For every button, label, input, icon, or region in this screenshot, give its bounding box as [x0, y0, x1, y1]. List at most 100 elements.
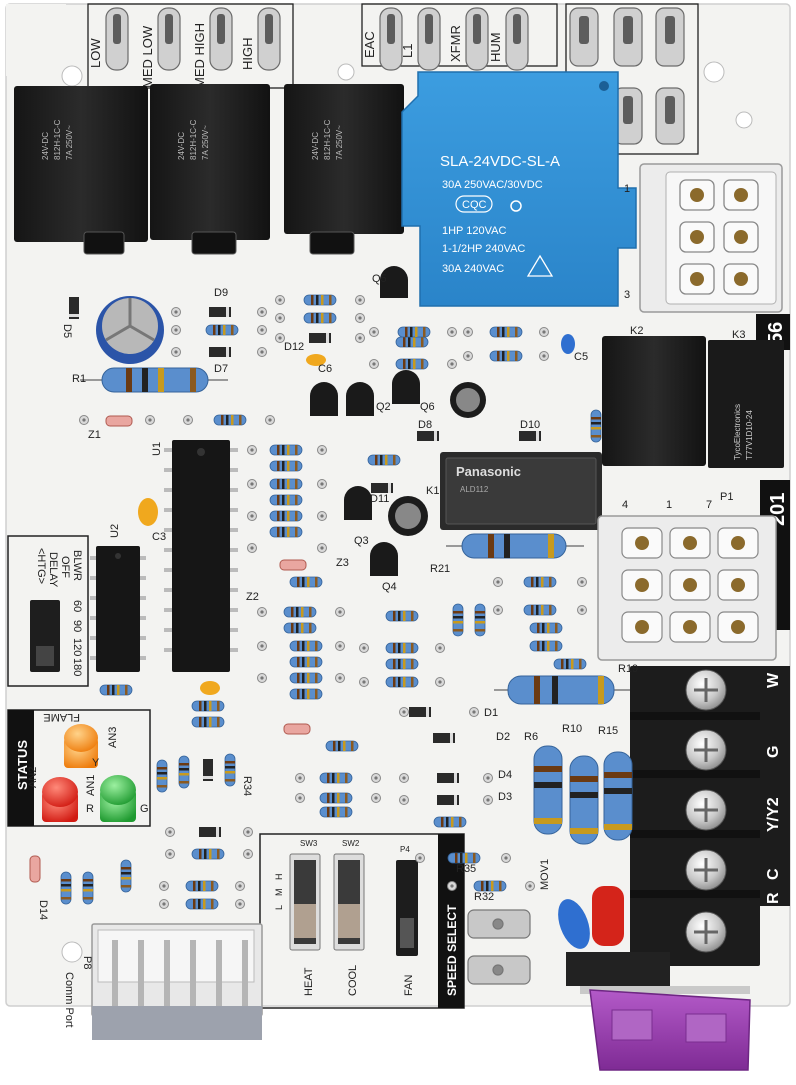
- status-panel: STATUS FLAME AN3 AN2 AN1 Y R G: [7, 709, 151, 827]
- side-label-56: 56: [765, 322, 787, 344]
- led-green: [100, 775, 136, 822]
- ref-z1: Z1: [88, 429, 101, 441]
- ref-p1: P1: [720, 491, 733, 503]
- relay-k3-ref: K3: [732, 329, 745, 341]
- diode-refs: D5 D9 D12 D7 D8 D10 D11 D1 D2 D4 D3 D14 …: [37, 287, 588, 920]
- ref-c5: C5: [574, 351, 588, 363]
- ref-p8: P8: [81, 956, 93, 969]
- ref-u2: U2: [109, 524, 121, 538]
- ref-d3: D3: [498, 791, 512, 803]
- blower-delay-opt-180: 180: [71, 658, 83, 676]
- ceramic-cap-c3: [138, 498, 158, 526]
- relay-tyco-brand: TycoElectronics: [733, 404, 742, 460]
- ref-d1: D1: [484, 707, 498, 719]
- main-relay-rating-4: 30A 240VAC: [442, 263, 504, 275]
- main-relay-blue: SLA-24VDC-SL-A 30A 250VAC/30VDC CQC 1HP …: [401, 71, 637, 307]
- switch-pos-m: M: [274, 889, 284, 897]
- switch-fan[interactable]: [396, 860, 418, 956]
- transistor-refs: Q5 Q2 Q6 Q3 Q4: [354, 273, 435, 593]
- terminal-label-y-y2: Y/Y2: [765, 797, 782, 832]
- ref-d14: D14: [37, 900, 49, 920]
- blower-delay-line4: <HTG>: [35, 548, 47, 584]
- ref-c3: C3: [152, 531, 166, 543]
- blade-fuse: [566, 952, 751, 1071]
- relay-tyco-part: T77V1D10-24: [745, 410, 754, 460]
- p1-pin-1: 1: [666, 499, 672, 511]
- terminal-label-r: R: [765, 892, 782, 904]
- resistor-r21: R21: [430, 533, 584, 575]
- label-eac: EAC: [362, 31, 377, 58]
- switch-cool[interactable]: [333, 853, 365, 951]
- label-med-low: MED LOW: [140, 25, 155, 88]
- terminal-label-g: G: [765, 746, 782, 758]
- relay-r1: 24V-DC 812H-1C-C 7A 250V~: [14, 86, 148, 255]
- ref-q5: Q5: [372, 273, 387, 285]
- terminal-label-c: C: [765, 868, 782, 880]
- label-hum: HUM: [488, 32, 503, 62]
- switch-heat[interactable]: [289, 853, 321, 951]
- led-red: [42, 777, 78, 822]
- ref-d7: D7: [214, 363, 228, 375]
- label-low: LOW: [88, 38, 103, 68]
- switch-label-cool: COOL: [347, 965, 359, 996]
- blower-delay-title: BLWR: [71, 550, 83, 581]
- ref-d4: D4: [498, 769, 512, 781]
- blower-delay-opt-60: 60: [71, 600, 83, 612]
- p1-pin-7: 7: [706, 499, 712, 511]
- switch-label-heat: HEAT: [303, 967, 315, 996]
- relay-k2-ref: K2: [630, 325, 643, 337]
- ref-d10: D10: [520, 419, 540, 431]
- red-capacitor: [592, 886, 624, 946]
- zener-diodes: [29, 415, 311, 883]
- main-conn-pin-1: 1: [624, 183, 630, 195]
- p1-connector: 4 1 7 P1: [597, 491, 777, 661]
- led-label-r: R: [86, 803, 94, 815]
- ref-mov1: MOV1: [539, 859, 551, 890]
- ref-d8: D8: [418, 419, 432, 431]
- ref-u1: U1: [151, 442, 163, 456]
- relay-r2-part: 812H-1C-C: [189, 119, 198, 160]
- label-l1: L1: [400, 44, 415, 58]
- resistors-r6-r10-r15: R6 R10 R15: [524, 723, 633, 845]
- relay-r3-model: 24V-DC: [311, 132, 320, 160]
- relay-r3-part: 812H-1C-C: [323, 119, 332, 160]
- relay-r3: 24V-DC 812H-1C-C 7A 250V~: [284, 84, 404, 255]
- ceramic-cap-c4: [200, 681, 220, 695]
- ref-q2: Q2: [376, 401, 391, 413]
- resistor-r19: R19: [494, 663, 638, 705]
- main-relay-model: SLA-24VDC-SL-A: [440, 153, 560, 170]
- switch-label-fan: FAN: [403, 975, 415, 996]
- ceramic-cap-c5: [561, 334, 575, 354]
- switch-pos-l: L: [274, 905, 284, 910]
- ref-z3: Z3: [336, 557, 349, 569]
- blower-delay-panel: BLWR OFF DELAY <HTG> 60 90 120 180: [7, 535, 89, 687]
- ref-r21: R21: [430, 563, 450, 575]
- blower-delay-line2: OFF: [59, 556, 71, 578]
- led-label-g: G: [140, 803, 149, 815]
- ref-d2: D2: [496, 731, 510, 743]
- ref-r32: R32: [474, 891, 494, 903]
- ref-r15: R15: [598, 725, 618, 737]
- label-high: HIGH: [240, 38, 255, 71]
- main-relay-rating-3: 1-1/2HP 240VAC: [442, 243, 525, 255]
- capacitor-q6-area: [388, 382, 486, 536]
- ic-u1: U1: [151, 440, 238, 672]
- ref-r10: R10: [562, 723, 582, 735]
- ref-an1: AN1: [85, 775, 97, 796]
- ref-k1: K1: [426, 485, 439, 497]
- main-conn-pin-3: 3: [624, 289, 630, 301]
- ref-sw2: SW2: [342, 839, 360, 848]
- mov1-varistor: MOV1: [539, 859, 590, 949]
- ref-q3: Q3: [354, 535, 369, 547]
- ref-r34: R34: [241, 776, 253, 796]
- relay-r1-part: 812H-1C-C: [53, 119, 62, 160]
- ref-r6: R6: [524, 731, 538, 743]
- ref-d9: D9: [214, 287, 228, 299]
- relay-panasonic: Panasonic ALD112 K1: [426, 452, 602, 530]
- resistor-r1: R1: [72, 367, 228, 393]
- relay-r1-model: 24V-DC: [41, 132, 50, 160]
- led-label-y: Y: [92, 757, 100, 769]
- resistor-refs: R34 R35 R32: [241, 776, 494, 903]
- blower-delay-opt-120: 120: [71, 638, 83, 656]
- main-relay-cert: CQC: [462, 199, 487, 211]
